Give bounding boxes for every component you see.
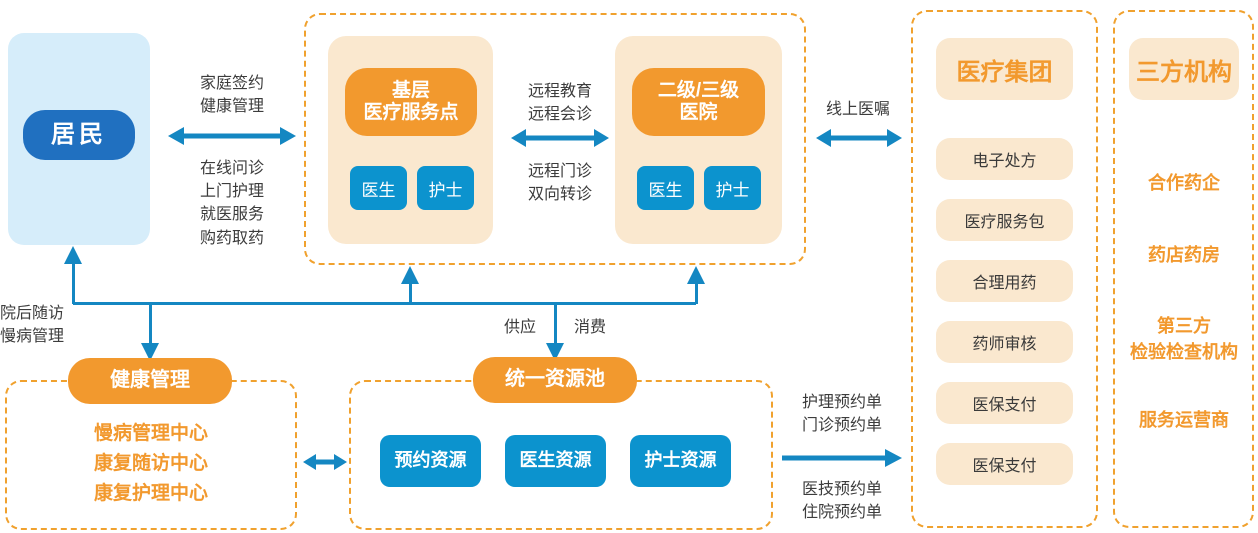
online-order-arrow xyxy=(816,129,902,147)
third-party-item-2[interactable]: 第三方 检验检查机构 xyxy=(1130,316,1238,363)
health-management-item-1[interactable]: 康复随访中心 xyxy=(93,453,208,474)
pool-group-label-below: 医技预约单 住院预约单 xyxy=(801,481,882,522)
resident-label: 居民 xyxy=(51,120,107,148)
bus-arrow-up-resident xyxy=(64,246,82,264)
bus-riser-primary-care xyxy=(409,282,412,304)
medical-group-item-2[interactable]: 合理用药 xyxy=(936,260,1073,302)
role-label: 护士 xyxy=(715,180,750,200)
clinic-hospital-label-above: 远程教育 远程会诊 xyxy=(527,83,592,124)
health-management-title: 健康管理 xyxy=(110,369,190,392)
pool-group-label-above: 护理预约单 门诊预约单 xyxy=(801,394,882,435)
third-party-item-0[interactable]: 合作药企 xyxy=(1148,173,1220,193)
clinic-group-panel xyxy=(304,13,806,265)
primary-care-title: 基层 医疗服务点 xyxy=(363,79,459,123)
resource-pool-item-1[interactable]: 医生资源 xyxy=(505,435,606,487)
primary-care-role-doctor[interactable]: 医生 xyxy=(350,166,407,210)
item-label: 护士资源 xyxy=(644,450,717,471)
medical-group-item-4[interactable]: 医保支付 xyxy=(936,382,1073,424)
resident-clinic-label-above: 家庭签约 健康管理 xyxy=(199,75,264,116)
third-party-item-3[interactable]: 服务运营商 xyxy=(1139,410,1229,430)
medical-group-panel xyxy=(911,10,1098,528)
bus-arrow-down-resource-pool xyxy=(546,343,564,361)
item-label: 医生资源 xyxy=(519,450,592,471)
health-management-item-2[interactable]: 康复护理中心 xyxy=(93,483,208,504)
primary-care-role-nurse[interactable]: 护士 xyxy=(417,166,474,210)
clinic-hospital-label-below: 远程门诊 双向转诊 xyxy=(527,163,592,204)
role-label: 医生 xyxy=(361,180,396,200)
hospital-role-nurse[interactable]: 护士 xyxy=(704,166,761,210)
bus-label-supply: 供应 xyxy=(503,319,536,336)
medical-group-item-1[interactable]: 医疗服务包 xyxy=(936,199,1073,241)
item-label: 药师审核 xyxy=(972,336,1037,353)
health-management-item-0[interactable]: 慢病管理中心 xyxy=(93,423,208,444)
bus-arrow-down-health-management xyxy=(141,343,159,361)
resident-pill[interactable]: 居民 xyxy=(23,110,135,160)
bus-horizontal-line xyxy=(73,302,696,305)
role-label: 医生 xyxy=(648,180,683,200)
medical-group-item-5[interactable]: 医保支付 xyxy=(936,443,1073,485)
health-management-pill[interactable]: 健康管理 xyxy=(68,358,232,404)
third-party-header: 三方机构 xyxy=(1129,38,1239,100)
item-label: 电子处方 xyxy=(972,153,1037,170)
role-label: 护士 xyxy=(428,180,463,200)
resource-pool-title: 统一资源池 xyxy=(505,368,605,391)
bus-arrow-up-hospital xyxy=(687,266,705,284)
bus-drop-resource-pool xyxy=(554,302,557,344)
item-label: 预约资源 xyxy=(394,450,467,471)
primary-care-pill[interactable]: 基层 医疗服务点 xyxy=(345,68,477,136)
bus-drop-health-management xyxy=(149,302,152,344)
medical-group-title: 医疗集团 xyxy=(956,58,1053,86)
item-label: 合理用药 xyxy=(972,275,1037,292)
hospital-pill[interactable]: 二级/三级 医院 xyxy=(632,68,765,136)
medical-group-item-3[interactable]: 药师审核 xyxy=(936,321,1073,363)
hospital-role-doctor[interactable]: 医生 xyxy=(637,166,694,210)
resident-clinic-label-below: 在线问诊 上门护理 就医服务 购药取药 xyxy=(199,160,264,247)
bus-riser-resident xyxy=(72,262,75,304)
clinic-hospital-arrow xyxy=(511,129,609,147)
third-party-title: 三方机构 xyxy=(1136,58,1232,86)
hospital-title: 二级/三级 医院 xyxy=(657,79,740,123)
resource-pool-item-2[interactable]: 护士资源 xyxy=(630,435,731,487)
resource-pool-item-0[interactable]: 预约资源 xyxy=(380,435,481,487)
medical-group-header: 医疗集团 xyxy=(936,38,1073,100)
bus-label-left: 院后随访 慢病管理 xyxy=(0,305,65,346)
online-order-label: 线上医嘱 xyxy=(825,101,890,118)
health-pool-arrow xyxy=(303,454,347,470)
third-party-item-1[interactable]: 药店药房 xyxy=(1148,245,1220,265)
bus-label-consume: 消费 xyxy=(573,319,606,336)
item-label: 医保支付 xyxy=(972,397,1037,414)
bus-arrow-up-primary-care xyxy=(401,266,419,284)
item-label: 医保支付 xyxy=(972,458,1037,475)
pool-group-arrow xyxy=(782,449,902,467)
resource-pool-pill[interactable]: 统一资源池 xyxy=(473,357,637,403)
bus-riser-hospital xyxy=(695,282,698,304)
third-party-panel xyxy=(1113,10,1254,528)
item-label: 医疗服务包 xyxy=(964,214,1045,231)
medical-group-item-0[interactable]: 电子处方 xyxy=(936,138,1073,180)
resident-clinic-arrow xyxy=(168,127,296,145)
